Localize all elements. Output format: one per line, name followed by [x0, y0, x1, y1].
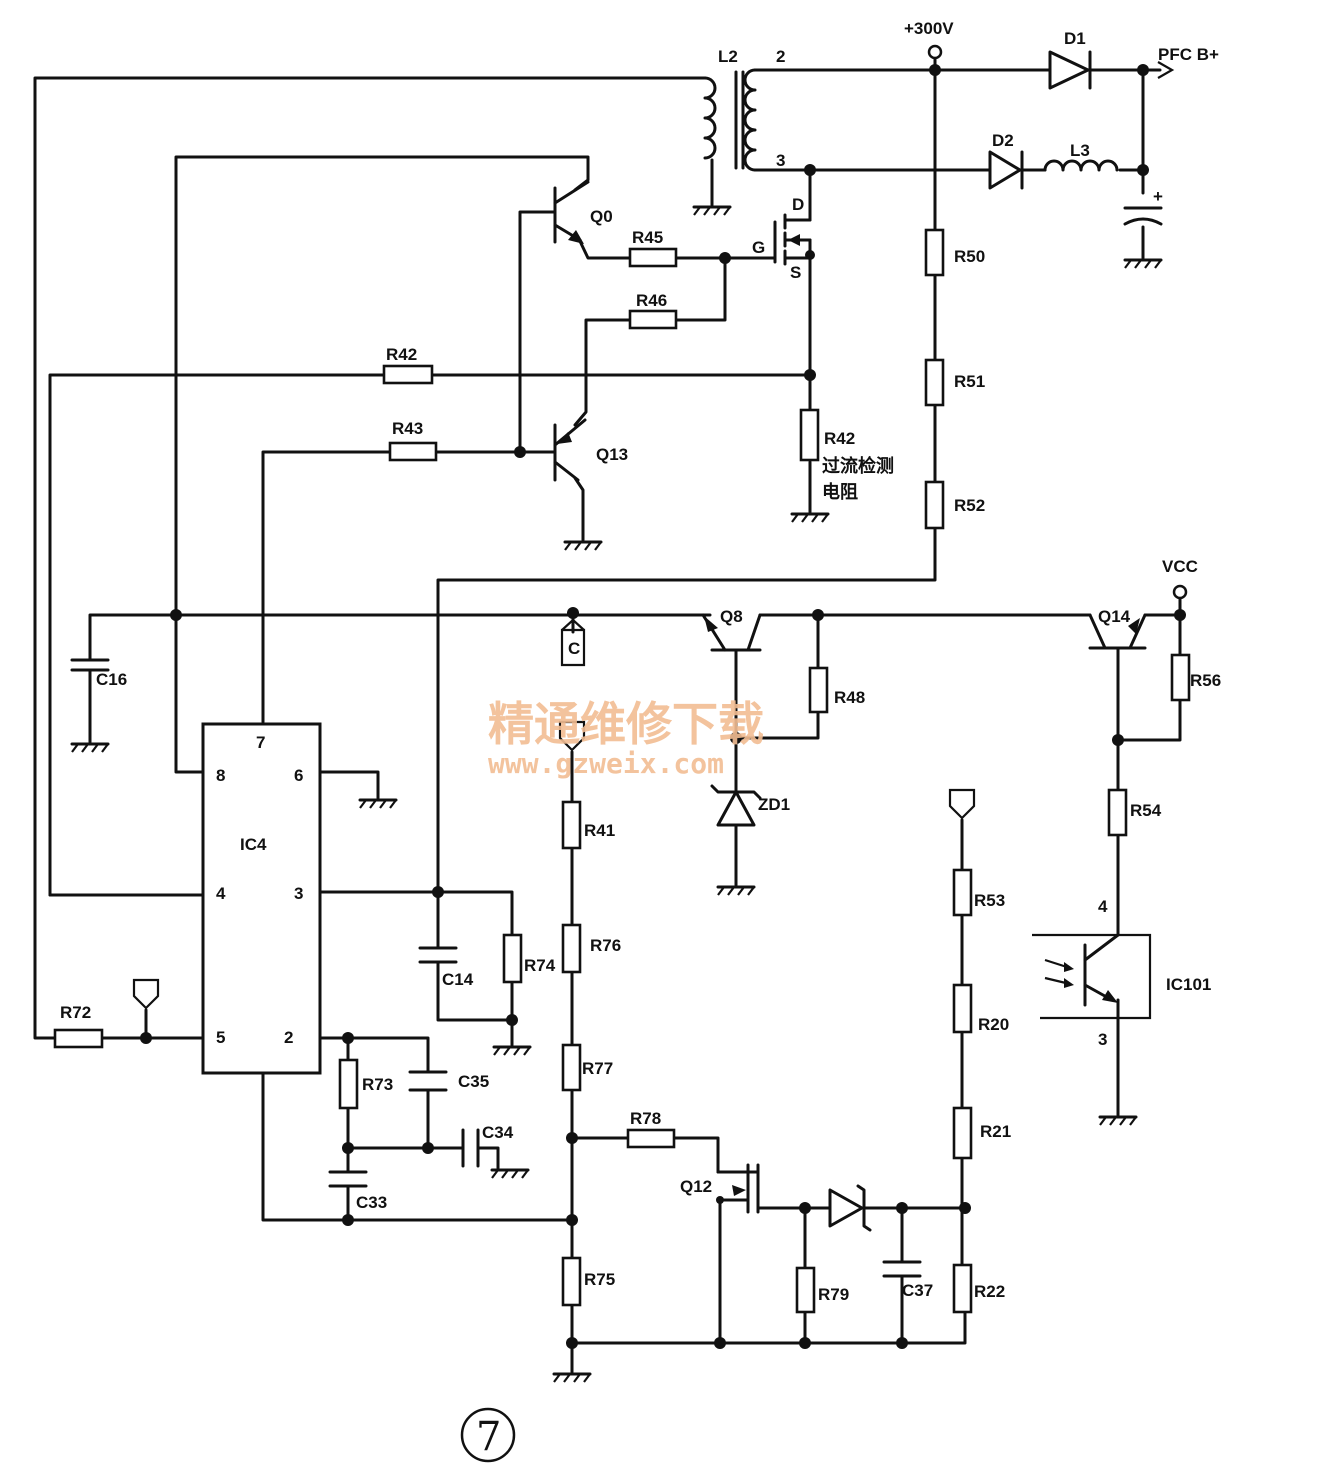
r42-sense-label: R42 [824, 429, 855, 448]
r48-label: R48 [834, 688, 865, 707]
ic4-pin5: 5 [216, 1028, 225, 1047]
pfc-output-arrow [1157, 61, 1175, 79]
r43-label: R43 [392, 419, 423, 438]
ic4-pin4: 4 [216, 884, 226, 903]
hv-rail-label: +300V [904, 19, 954, 38]
figure-number: 7 [460, 1407, 516, 1463]
r45-label: R45 [632, 228, 663, 247]
resistor-bodies [53, 228, 1191, 1314]
r76-label: R76 [590, 936, 621, 955]
r21-label: R21 [980, 1122, 1011, 1141]
labels: +300V PFC B+ VCC L2 2 3 D G S Q0 Q13 Q8 … [60, 19, 1221, 1304]
transformer-l2 [703, 68, 757, 172]
mosfet-gate-label: G [752, 238, 765, 257]
r54-label: R54 [1130, 801, 1162, 820]
r53-label: R53 [974, 891, 1005, 910]
watermark-url: www.gzweix.com [488, 747, 724, 780]
q14-label: Q14 [1098, 607, 1131, 626]
transistor-q12 [716, 1163, 760, 1214]
r56-label: R56 [1190, 671, 1221, 690]
r46-label: R46 [636, 291, 667, 310]
q8-label: Q8 [720, 607, 743, 626]
opto-pin4: 4 [1098, 897, 1108, 916]
transformer-label: L2 [718, 47, 738, 66]
r42-top-label: R42 [386, 345, 417, 364]
transformer-pin-top: 2 [776, 47, 785, 66]
hv-rail-terminal [927, 44, 943, 60]
ic4-pin7: 7 [256, 733, 265, 752]
c37-label: C37 [902, 1281, 933, 1300]
opto-pin3: 3 [1098, 1030, 1107, 1049]
vcc-label: VCC [1162, 557, 1198, 576]
r77-label: R77 [582, 1059, 613, 1078]
ic101-label: IC101 [1166, 975, 1211, 994]
d2-label: D2 [992, 131, 1014, 150]
ic4-pin8: 8 [216, 766, 225, 785]
optocoupler-ic101 [1032, 933, 1152, 1020]
c14-label: C14 [442, 970, 474, 989]
connector-c-label: C [568, 639, 580, 658]
c35-label: C35 [458, 1072, 489, 1091]
mosfet-drain-label: D [792, 195, 804, 214]
q12-label: Q12 [680, 1177, 712, 1196]
ic4-label: IC4 [240, 835, 267, 854]
l3-label: L3 [1070, 141, 1090, 160]
inductor-l3 [1043, 159, 1119, 172]
r52-label: R52 [954, 496, 985, 515]
r50-label: R50 [954, 247, 985, 266]
transistor-q13 [553, 418, 587, 482]
r79-label: R79 [818, 1285, 849, 1304]
r72-label: R72 [60, 1003, 91, 1022]
r41-label: R41 [584, 821, 615, 840]
watermark-text: 精通维修下载 [488, 697, 764, 751]
c34-label: C34 [482, 1123, 514, 1142]
transistor-q0 [553, 180, 590, 244]
r73-label: R73 [362, 1075, 393, 1094]
q13-label: Q13 [596, 445, 628, 464]
r51-label: R51 [954, 372, 985, 391]
main-mosfet [773, 213, 812, 266]
ic4-pin2: 2 [284, 1028, 293, 1047]
figure-number-text: 7 [476, 1414, 501, 1460]
r78-label: R78 [630, 1109, 661, 1128]
capacitor-plates [70, 206, 1163, 1278]
mosfet-source-label: S [790, 263, 801, 282]
sense-note-line1: 过流检测 [822, 455, 894, 477]
ic4-pin3: 3 [294, 884, 303, 903]
zd1-label: ZD1 [758, 795, 790, 814]
diode-symbols [710, 50, 1092, 1232]
r75-label: R75 [584, 1270, 615, 1289]
transistor-q8 [701, 613, 762, 652]
connector-tags [132, 618, 976, 1010]
pfc-output-label: PFC B+ [1158, 45, 1219, 64]
polarity-plus: + [1153, 187, 1163, 206]
sense-note-line2: 电阻 [822, 481, 858, 503]
ic4-pin6: 6 [294, 766, 303, 785]
junction-dots [140, 64, 1186, 1349]
c16-label: C16 [96, 670, 127, 689]
r74-label: R74 [524, 956, 556, 975]
c33-label: C33 [356, 1193, 387, 1212]
r20-label: R20 [978, 1015, 1009, 1034]
transistor-q14 [1088, 613, 1147, 650]
ic4-body [201, 722, 322, 1075]
r22-label: R22 [974, 1282, 1005, 1301]
d1-label: D1 [1064, 29, 1086, 48]
transformer-pin-bottom: 3 [776, 151, 785, 170]
vcc-terminal [1172, 584, 1188, 600]
q0-label: Q0 [590, 207, 613, 226]
